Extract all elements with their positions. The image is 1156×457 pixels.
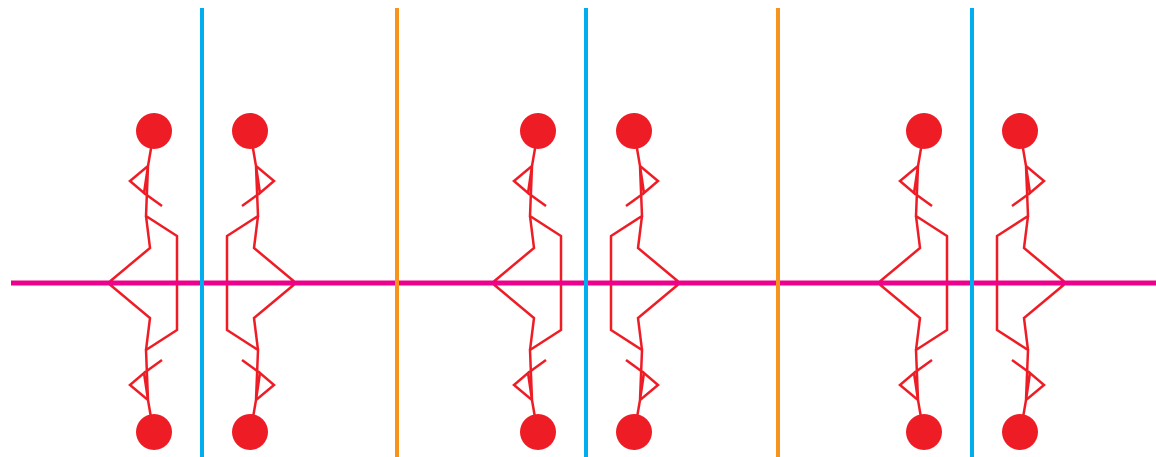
figure-head-top — [616, 113, 652, 149]
figure-head-top — [520, 113, 556, 149]
figure-head-bottom — [906, 414, 942, 450]
figure-head-bottom — [232, 414, 268, 450]
figure-head-top — [136, 113, 172, 149]
figure-head-bottom — [1002, 414, 1038, 450]
figure-head-top — [1002, 113, 1038, 149]
figure-head-top — [232, 113, 268, 149]
figure-head-bottom — [616, 414, 652, 450]
figure-head-top — [906, 113, 942, 149]
figure-head-bottom — [520, 414, 556, 450]
figure-head-bottom — [136, 414, 172, 450]
